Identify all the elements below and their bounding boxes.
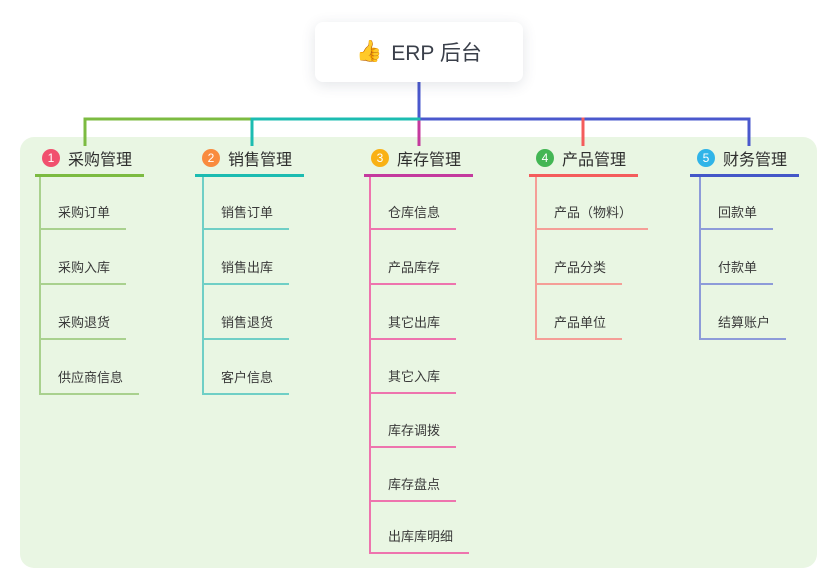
branch2-number-badge: 2 [202,148,220,167]
node-sales-return[interactable]: 销售退货 [203,312,290,340]
node-product-category[interactable]: 产品分类 [536,257,623,285]
node-other-outbound[interactable]: 其它出库 [370,312,457,340]
branch-sales-mgmt[interactable]: 2 销售管理 [195,147,305,177]
mindmap-background-panel [20,137,817,568]
node-product-unit[interactable]: 产品单位 [536,312,623,340]
node-purchase-return[interactable]: 采购退货 [40,312,127,340]
branch5-number-badge: 5 [697,148,715,167]
node-product-stock[interactable]: 产品库存 [370,257,457,285]
branch1-label: 采购管理 [68,151,133,169]
node-product-material[interactable]: 产品（物料） [536,202,649,230]
branch2-label: 销售管理 [228,151,293,169]
thumbs-up-icon: 👍 [356,40,383,63]
root-node-erp-backend[interactable]: 👍 ERP 后台 [315,22,523,82]
node-stock-count[interactable]: 库存盘点 [370,474,457,502]
root-node-label: ERP 后台 [391,42,482,65]
node-other-inbound[interactable]: 其它入库 [370,366,457,394]
branch4-label: 产品管理 [562,151,627,169]
branch-inventory-mgmt[interactable]: 3 库存管理 [364,147,474,177]
branch-product-mgmt[interactable]: 4 产品管理 [529,147,639,177]
branch3-number-badge: 3 [371,148,389,167]
branch-purchase-mgmt[interactable]: 1 采购管理 [35,147,145,177]
branch1-number-badge: 1 [42,148,60,167]
node-settlement-account[interactable]: 结算账户 [700,312,787,340]
node-sales-outbound[interactable]: 销售出库 [203,257,290,285]
node-receipt-doc[interactable]: 回款单 [700,202,774,230]
branch5-label: 财务管理 [723,151,788,169]
node-sales-order[interactable]: 销售订单 [203,202,290,230]
node-purchase-inbound[interactable]: 采购入库 [40,257,127,285]
branch-finance-mgmt[interactable]: 5 财务管理 [690,147,800,177]
node-purchase-order[interactable]: 采购订单 [40,202,127,230]
branch3-label: 库存管理 [397,151,462,169]
branch4-number-badge: 4 [536,148,554,167]
node-stock-transfer[interactable]: 库存调拨 [370,420,457,448]
node-supplier-info[interactable]: 供应商信息 [40,367,140,395]
node-warehouse-info[interactable]: 仓库信息 [370,202,457,230]
node-payment-doc[interactable]: 付款单 [700,257,774,285]
node-outbound-detail[interactable]: 出库库明细 [370,526,470,554]
node-customer-info[interactable]: 客户信息 [203,367,290,395]
